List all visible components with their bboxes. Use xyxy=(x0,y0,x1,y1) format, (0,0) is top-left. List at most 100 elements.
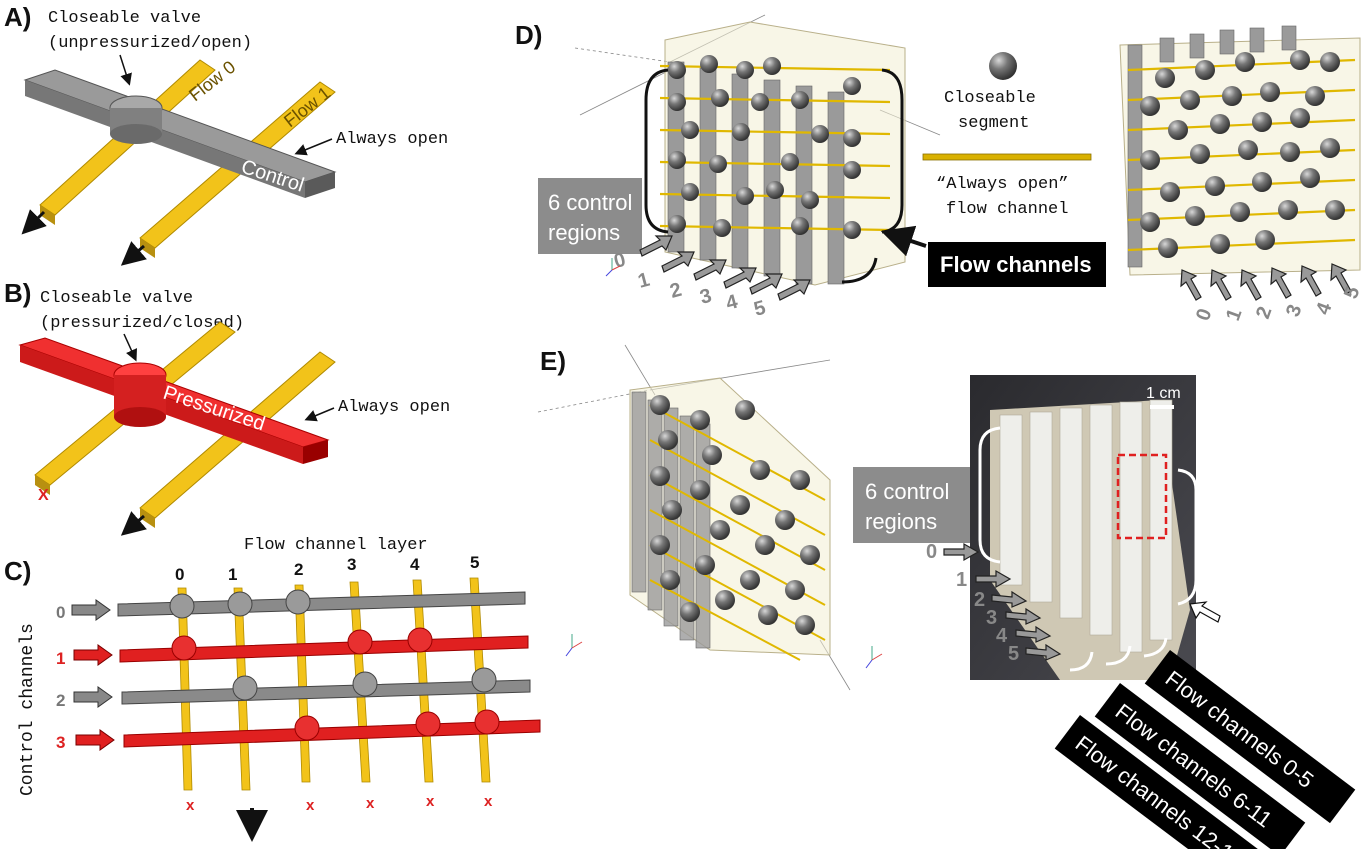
control-channel xyxy=(23,69,337,198)
d-inlet-5: 5 xyxy=(752,297,768,321)
always-open-flow-line1: “Always open” xyxy=(936,175,1069,194)
always-open-legend-icon xyxy=(922,153,1092,161)
device-cube-left xyxy=(659,21,906,286)
d-inlet-0: 0 xyxy=(612,249,628,273)
control-inlet-arrows xyxy=(71,599,115,751)
closeable-segments-left xyxy=(668,55,861,239)
closeable-segment-legend-icon xyxy=(989,52,1017,80)
axis-triad-e xyxy=(865,646,883,669)
e-inlet-1: 1 xyxy=(956,569,967,591)
control-regions-d-line1: 6 control xyxy=(548,190,632,215)
panel-d: D) xyxy=(515,14,1365,324)
bracket-photo-bottom-2 xyxy=(1105,645,1132,666)
valve-b-pointer-arrow xyxy=(123,333,137,362)
control-inlet-arrows-d-right xyxy=(1180,263,1352,301)
bracket-photo-right xyxy=(1177,468,1198,606)
device-block-e xyxy=(629,377,831,661)
outlet-x-4: x xyxy=(484,793,493,810)
flow-number-2: 2 xyxy=(294,560,303,579)
control-channel-numbers: 0 1 2 3 xyxy=(56,603,65,752)
closeable-segments-right xyxy=(1140,50,1345,258)
flow-number-4: 4 xyxy=(410,555,420,574)
pressurized-control-channel xyxy=(18,337,330,464)
panel-d-label: D) xyxy=(515,20,542,50)
bracket-photo-bottom-1 xyxy=(1069,651,1094,672)
d-right-inlet-4: 4 xyxy=(1312,299,1337,318)
outlet-x-0: x xyxy=(186,797,195,814)
d-inlet-4: 4 xyxy=(724,290,741,314)
e-inlet-3: 3 xyxy=(986,607,997,629)
bracket-left-d xyxy=(644,68,669,234)
d-right-inlet-2: 2 xyxy=(1252,304,1276,322)
flow-number-5: 5 xyxy=(470,553,479,572)
control-row-0 xyxy=(117,589,526,619)
control-regions-e-line1: 6 control xyxy=(865,479,949,504)
always-open-b-arrow xyxy=(304,407,335,422)
control-number-3: 3 xyxy=(56,733,65,752)
panel-e: E) xyxy=(537,344,1356,849)
e-inlet-4: 4 xyxy=(996,625,1008,647)
outlet-x-3: x xyxy=(426,793,435,810)
flow-channels-box-d xyxy=(928,242,1106,287)
control-regions-box-e xyxy=(853,467,970,543)
control-row-3 xyxy=(123,709,541,748)
device-cube-right xyxy=(1119,25,1361,276)
control-inlet-arrows-e xyxy=(943,542,1062,661)
panel-a-valve-text-1: Closeable valve xyxy=(48,9,201,28)
closeable-segment-line1: Closeable xyxy=(944,89,1036,108)
bracket-bottom-d xyxy=(841,257,878,284)
panel-b: B) Closeable valve (pressurized/closed) … xyxy=(4,278,450,536)
panel-c: C) Flow channel layer Control channels 0… xyxy=(4,536,583,842)
flow-channels-d-arrow xyxy=(880,225,927,257)
panel-a: A) Closeable valve (unpressurized/open) … xyxy=(4,2,448,266)
panel-b-label: B) xyxy=(4,278,31,308)
control-row-1 xyxy=(119,627,529,663)
d-inlet-2: 2 xyxy=(668,279,684,303)
always-open-flow-line2: flow channel xyxy=(946,200,1068,219)
d-inlet-1: 1 xyxy=(636,269,652,293)
panel-e-label: E) xyxy=(540,346,566,376)
e-inlet-5: 5 xyxy=(1008,643,1019,665)
panel-b-always-open: Always open xyxy=(338,398,450,417)
control-channels-axis-label: Control channels xyxy=(18,623,38,796)
outlet-arrow-0 xyxy=(21,209,47,235)
outlet-marks: x x x x x xyxy=(186,793,493,814)
control-inlet-numbers-d-right: 0 1 2 3 4 5 xyxy=(1192,284,1364,324)
flow-number-1: 1 xyxy=(228,565,237,584)
control-number-0: 0 xyxy=(56,603,65,622)
panel-a-valve-text-2: (unpressurized/open) xyxy=(48,34,252,53)
panel-c-label: C) xyxy=(4,556,31,586)
flow-number-0: 0 xyxy=(175,565,184,584)
panel-b-valve-text-1: Closeable valve xyxy=(40,289,193,308)
closeable-segment-line2: segment xyxy=(958,114,1029,133)
panel-a-always-open: Always open xyxy=(336,130,448,149)
control-regions-d-line2: regions xyxy=(548,220,620,245)
outlet-arrow-1 xyxy=(120,241,147,266)
axis-triad-c xyxy=(565,634,583,657)
flow-1-label: Flow 1 xyxy=(280,83,334,131)
control-inlet-numbers-d: 0 1 2 3 4 5 xyxy=(612,249,768,321)
control-inlet-arrows-d xyxy=(639,235,811,301)
panel-a-label: A) xyxy=(4,2,31,32)
control-row-2 xyxy=(121,667,531,705)
e-inlet-2: 2 xyxy=(974,589,985,611)
always-open-arrow xyxy=(294,138,333,156)
valve-pointer-arrow xyxy=(119,54,132,86)
outlet-x-1: x xyxy=(306,797,315,814)
outlet-arrow-b xyxy=(120,511,147,536)
d-right-inlet-3: 3 xyxy=(1282,302,1306,320)
flow-channel-numbers: 0 1 2 3 4 5 xyxy=(175,553,479,584)
d-right-inlet-0: 0 xyxy=(1192,306,1216,324)
panel-b-valve-text-2: (pressurized/closed) xyxy=(40,314,244,333)
e-inlet-0: 0 xyxy=(926,541,937,563)
control-regions-box-d xyxy=(538,178,642,254)
flow-channel-layer-title: Flow channel layer xyxy=(244,536,428,555)
axis-triad-d xyxy=(605,258,621,277)
d-right-inlet-1: 1 xyxy=(1222,306,1246,324)
control-regions-e-line2: regions xyxy=(865,509,937,534)
d-right-inlet-5: 5 xyxy=(1340,284,1364,302)
scale-bar-label: 1 cm xyxy=(1146,385,1181,402)
blocked-x-mark: X xyxy=(38,487,49,504)
closeable-segments-e xyxy=(650,395,820,635)
